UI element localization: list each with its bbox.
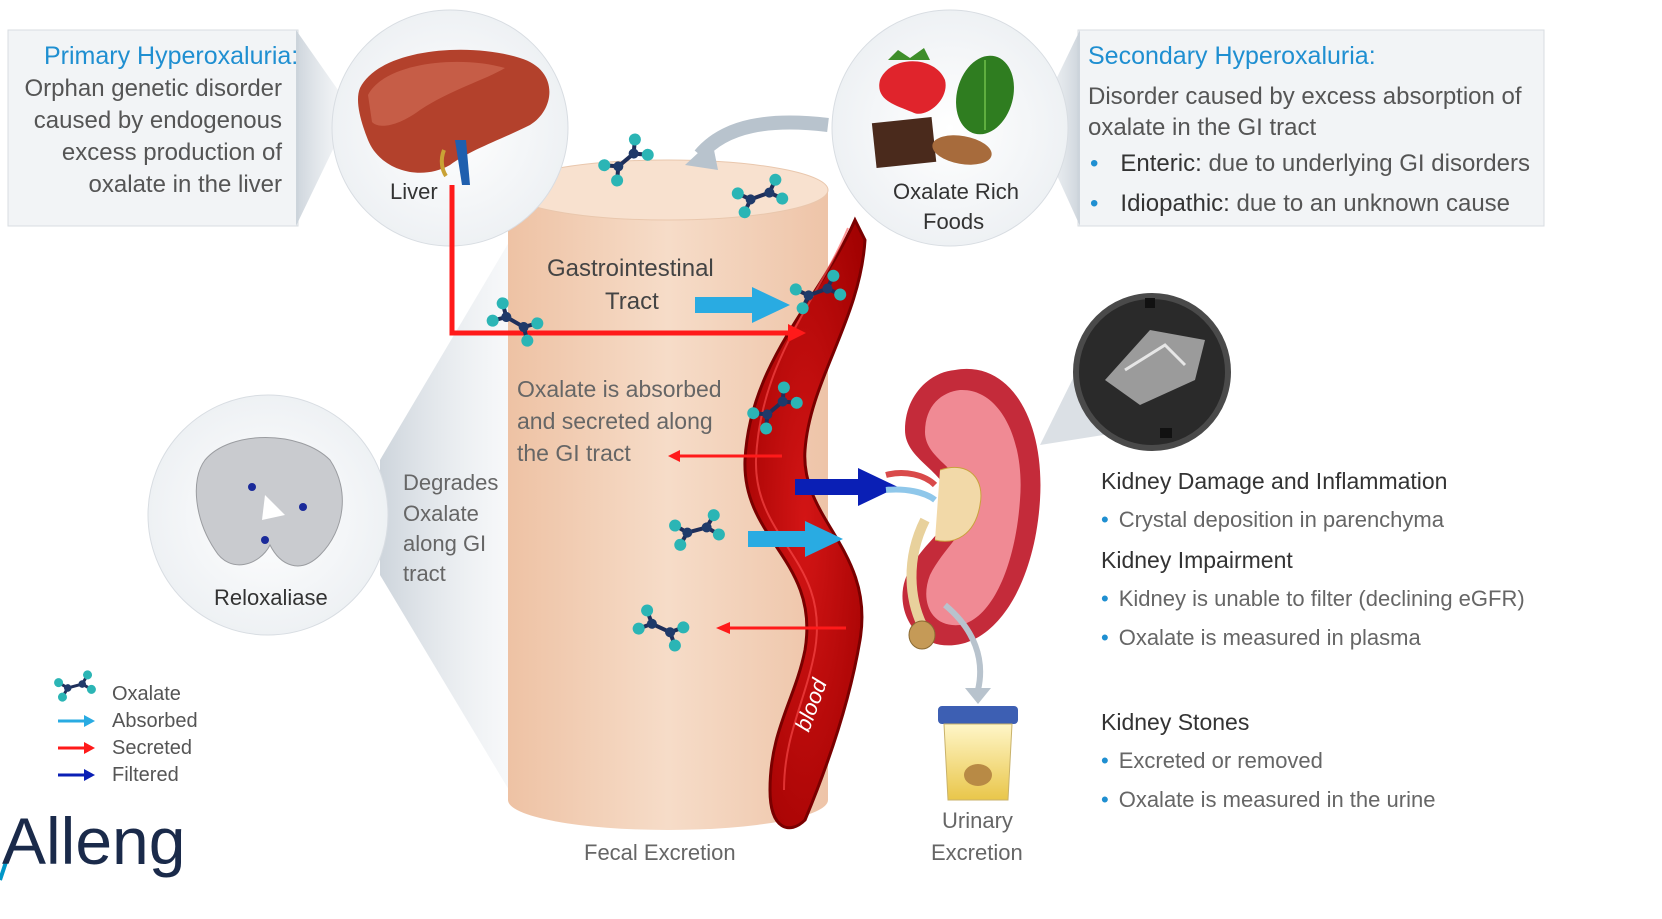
secondary-line-2: oxalate in the GI tract [1088,111,1316,145]
legend-oxalate-label: Oxalate [112,683,181,706]
secondary-bullet-term: Enteric: [1120,150,1201,177]
liver-label: Liver [390,179,438,205]
fecal-excretion-label: Fecal Excretion [584,840,736,866]
legend-secreted-arrow [58,742,95,754]
enzyme-label: Reloxaliase [214,585,328,611]
company-logo: Alleng [2,808,185,919]
kidney-impairment-item-text: Oxalate is measured in plasma [1119,625,1421,650]
enzyme-desc-line-3: along GI [403,531,486,557]
enzyme-desc-line-2: Oxalate [403,501,479,527]
bullet-dot: • [1101,787,1109,812]
primary-title: Primary Hyperoxaluria: [44,42,298,71]
secondary-bullet-text: due to an unknown cause [1230,190,1510,217]
primary-line-2: caused by endogenous [34,104,282,138]
enzyme-desc-line-4: tract [403,561,446,587]
kidney-damage-title: Kidney Damage and Inflammation [1101,468,1447,495]
kidney-damage-item-text: Crystal deposition in parenchyma [1119,507,1444,532]
foods-label-line-2: Foods [923,209,984,235]
legend-filtered-label: Filtered [112,764,179,787]
secondary-bullet-2: • Idiopathic: due to an unknown cause [1090,190,1510,218]
secondary-bullet-text: due to underlying GI disorders [1202,150,1530,177]
foods-to-gi-arrow [700,123,828,155]
enzyme-image [196,438,342,566]
kidney-impairment-item-text: Kidney is unable to filter (declining eG… [1119,586,1525,611]
legend-filtered-arrow [58,769,95,781]
kidney-stones-item: • Oxalate is measured in the urine [1101,787,1435,813]
kidney-image [886,369,1040,646]
primary-line-1: Orphan genetic disorder [25,72,282,106]
secondary-title: Secondary Hyperoxaluria: [1088,42,1376,71]
bullet-dot: • [1101,625,1109,650]
urine-cup-image [938,706,1018,800]
bullet-dot: • [1090,190,1098,217]
primary-line-3: excess production of [62,136,282,170]
kidney-stones-item-text: Oxalate is measured in the urine [1119,787,1436,812]
legend-graphics [53,669,97,781]
bullet-dot: • [1101,748,1109,773]
kidney-stone-image [909,621,935,649]
foods-label-line-1: Oxalate Rich [893,179,1019,205]
bullet-dot: • [1101,507,1109,532]
secondary-bullet-term: Idiopathic: [1120,190,1229,217]
gi-label-line-1: Gastrointestinal [547,255,714,283]
urinary-label-line-2: Excretion [931,840,1023,866]
kidney-impairment-title: Kidney Impairment [1101,547,1293,574]
oxalate-molecule-icon [53,669,97,702]
urinary-label-line-1: Urinary [942,808,1013,834]
kidney-impairment-item: • Kidney is unable to filter (declining e… [1101,586,1525,612]
kidney-impairment-item: • Oxalate is measured in plasma [1101,625,1421,651]
primary-line-4: oxalate in the liver [89,168,282,202]
legend-absorbed-arrow [58,715,95,727]
secondary-bullet-1: • Enteric: due to underlying GI disorders [1090,150,1530,178]
kidney-stones-item-text: Excreted or removed [1119,748,1323,773]
enzyme-desc-line-1: Degrades [403,470,498,496]
legend-secreted-label: Secreted [112,737,192,760]
urine-arrowhead [965,688,991,704]
kidney-stones-item: • Excreted or removed [1101,748,1323,774]
bullet-dot: • [1090,150,1098,177]
gi-desc-line-3: the GI tract [517,440,631,467]
kidney-stones-title: Kidney Stones [1101,709,1249,736]
gi-desc-line-2: and secreted along [517,408,713,435]
gi-desc-line-1: Oxalate is absorbed [517,376,722,403]
bullet-dot: • [1101,586,1109,611]
kidney-damage-item: • Crystal deposition in parenchyma [1101,507,1444,533]
secondary-line-1: Disorder caused by excess absorption of [1088,80,1522,114]
gi-label-line-2: Tract [605,288,659,316]
legend-absorbed-label: Absorbed [112,710,198,733]
